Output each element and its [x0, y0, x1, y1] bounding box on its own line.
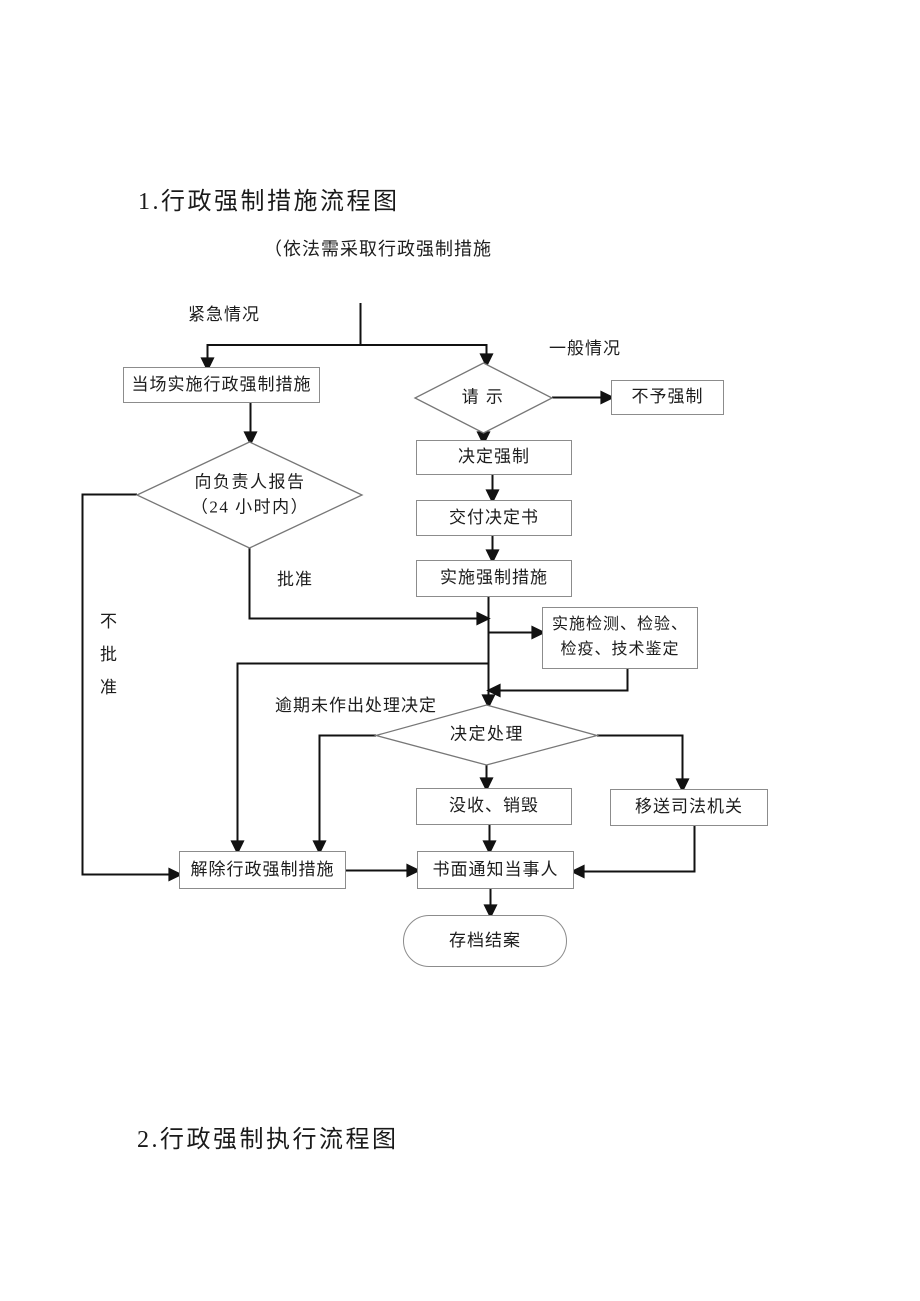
- node-implement-measures: 实施强制措施: [416, 560, 572, 597]
- section1-caption: （依法需采取行政强制措施: [264, 239, 492, 259]
- node-lift-measures: 解除行政强制措施: [179, 851, 346, 889]
- section2-title: 2.行政强制执行流程图: [137, 1127, 399, 1153]
- connector-approve-path: [248, 548, 491, 626]
- label-disapprove: 不 批 准: [100, 612, 118, 697]
- label-general: 一般情况: [549, 339, 621, 358]
- node-decide-enforcement: 决定强制: [416, 440, 572, 475]
- node-notify-party: 书面通知当事人: [417, 851, 574, 889]
- connector-inspection-back: [486, 669, 629, 698]
- node-deliver-decision: 交付决定书: [416, 500, 572, 536]
- node-archive-close: 存档结案: [403, 915, 567, 967]
- connector-transfer-back: [570, 826, 696, 879]
- label-overdue: 逾期未作出处理决定: [275, 696, 437, 715]
- label-emergency: 紧急情况: [188, 305, 260, 324]
- diamond-request: [413, 362, 554, 434]
- connector-handle-right: [597, 734, 690, 793]
- node-request-instructions: 请 示: [461, 387, 505, 407]
- diamond-decide-handle: [373, 704, 600, 766]
- section1-title: 1.行政强制措施流程图: [138, 189, 400, 215]
- node-transfer-judicial: 移送司法机关: [610, 789, 768, 826]
- node-report-leader: 向负责人报告 （24 小时内）: [190, 472, 310, 516]
- connector-disapprove-path: [81, 493, 183, 882]
- node-onsite-enforcement: 当场实施行政强制措施: [123, 367, 320, 403]
- diamond-report-leader: [135, 441, 364, 549]
- connector-overdue-path: [230, 662, 489, 855]
- node-no-enforcement: 不予强制: [611, 380, 724, 415]
- label-approve: 批准: [277, 570, 313, 589]
- node-decide-handling: 决定处理: [450, 724, 524, 744]
- node-inspection: 实施检测、检验、 检疫、技术鉴定: [542, 607, 698, 669]
- connector-handle-left: [312, 734, 376, 855]
- node-confiscate-destroy: 没收、销毁: [416, 788, 572, 825]
